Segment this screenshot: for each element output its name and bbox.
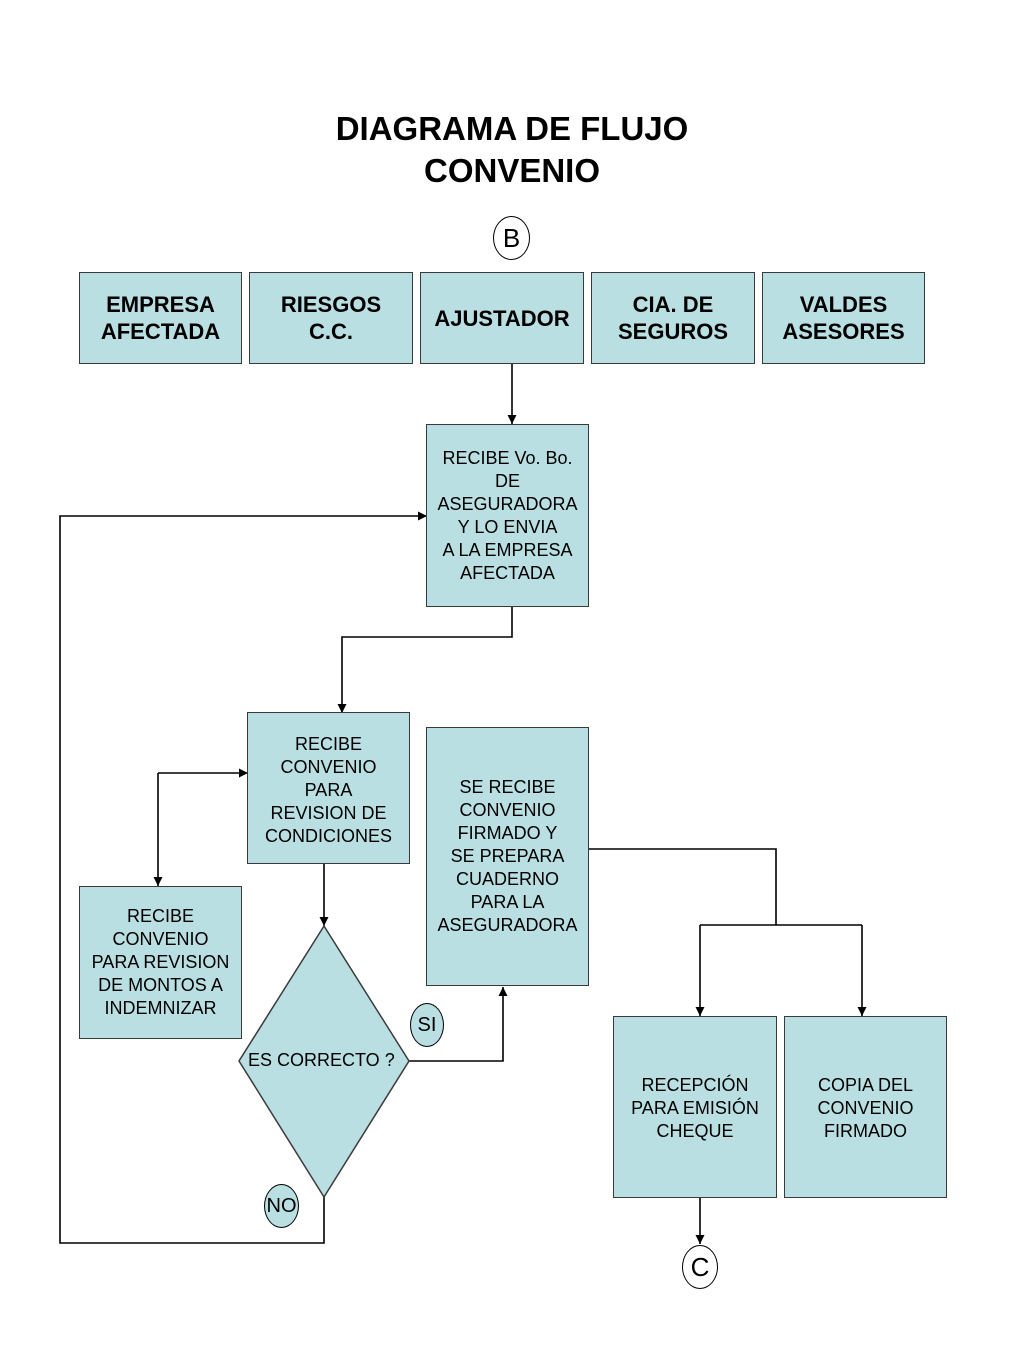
arrow-vobo-to-condiciones [337, 607, 513, 713]
header-cia-de-seguros: CIA. DE SEGUROS [591, 272, 755, 364]
step-copia-convenio: COPIA DEL CONVENIO FIRMADO [784, 1016, 947, 1198]
header-riesgos-cc: RIESGOS C.C. [249, 272, 413, 364]
header-empresa-afectada: EMPRESA AFECTADA [79, 272, 242, 364]
connector-c: C [682, 1245, 718, 1289]
diagram-title: DIAGRAMA DE FLUJO CONVENIO [0, 108, 1024, 192]
step-recibe-vobo: RECIBE Vo. Bo. DE ASEGURADORA Y LO ENVIA… [426, 424, 589, 607]
title-line-2: CONVENIO [423, 152, 601, 189]
step-recibe-condiciones: RECIBE CONVENIO PARA REVISION DE CONDICI… [247, 712, 410, 864]
step-recibe-montos: RECIBE CONVENIO PARA REVISION DE MONTOS … [79, 886, 242, 1039]
connector-b: B [493, 216, 530, 260]
arrow-no-loop [59, 511, 427, 1244]
title-line-1: DIAGRAMA DE FLUJO [335, 110, 689, 147]
header-valdes-asesores: VALDES ASESORES [762, 272, 925, 364]
step-se-recibe-convenio: SE RECIBE CONVENIO FIRMADO Y SE PREPARA … [426, 727, 589, 986]
header-ajustador: AJUSTADOR [420, 272, 584, 364]
decision-question: ES CORRECTO ? [248, 1050, 395, 1070]
label-no: NO [264, 1184, 299, 1228]
step-recepcion-cheque: RECEPCIÓN PARA EMISIÓN CHEQUE [613, 1016, 777, 1198]
label-si: SI [410, 1003, 444, 1047]
decision-diamond [238, 924, 410, 1199]
arrow-si-to-se-recibe [409, 987, 508, 1062]
line-se-recibe-branch [589, 848, 777, 925]
